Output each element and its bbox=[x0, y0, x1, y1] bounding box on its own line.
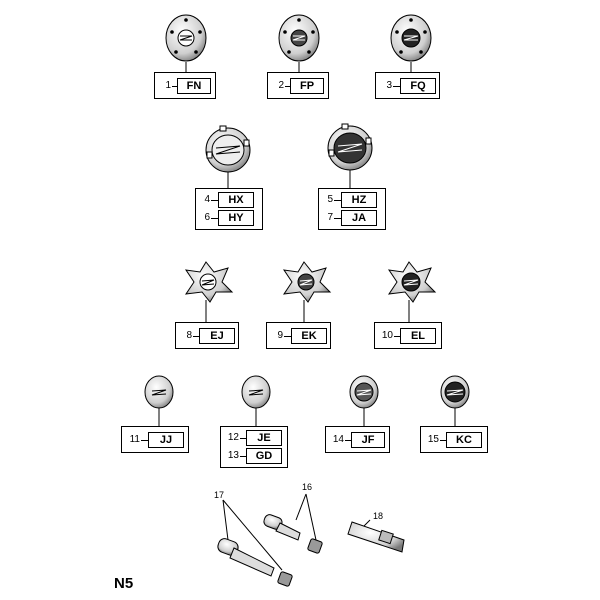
part-box-ej: 8 EJ bbox=[175, 322, 239, 349]
part-tick bbox=[345, 440, 351, 441]
callout-16: 16 bbox=[302, 482, 313, 492]
part-code: HY bbox=[218, 210, 254, 226]
part-code: EJ bbox=[199, 328, 235, 344]
star-hub-ek bbox=[282, 261, 332, 303]
callout-17: 17 bbox=[214, 490, 225, 500]
part-code: GD bbox=[246, 448, 282, 464]
part-box-el: 10 EL bbox=[374, 322, 442, 349]
part-number: 7 bbox=[327, 212, 333, 223]
part-tick bbox=[172, 86, 177, 87]
part-tick bbox=[285, 86, 290, 87]
part-code: JF bbox=[351, 432, 385, 448]
wheel-cap-fp bbox=[278, 14, 320, 62]
part-tick bbox=[284, 336, 291, 337]
valve-stem-16 bbox=[263, 493, 323, 554]
part-code: JJ bbox=[148, 432, 184, 448]
wheel-cap-fn bbox=[165, 14, 207, 62]
part-tick bbox=[240, 438, 246, 439]
part-code: FP bbox=[290, 78, 324, 94]
part-number: 15 bbox=[427, 434, 439, 445]
clip-cap-hx-hy bbox=[205, 125, 251, 173]
part-number: 10 bbox=[381, 330, 393, 341]
part-code: FN bbox=[177, 78, 211, 94]
small-cap-je-gd bbox=[241, 375, 271, 409]
part-tick bbox=[240, 456, 246, 457]
small-cap-jj bbox=[144, 375, 174, 409]
valve-tool-18 bbox=[347, 519, 405, 553]
part-tick bbox=[334, 200, 341, 201]
part-number: 5 bbox=[327, 194, 333, 205]
valve-stem-17 bbox=[217, 499, 293, 587]
part-tick bbox=[211, 218, 218, 219]
part-tick bbox=[334, 218, 341, 219]
part-box-hz-ja: 5 HZ 7 JA bbox=[318, 188, 386, 230]
callout-18: 18 bbox=[373, 511, 384, 521]
small-cap-jf bbox=[349, 375, 379, 409]
part-box-fn: 1 FN bbox=[154, 72, 216, 99]
part-number: 13 bbox=[227, 450, 239, 461]
star-hub-el bbox=[387, 261, 437, 303]
part-code: FQ bbox=[400, 78, 436, 94]
part-box-je-gd: 12 JE 13 GD bbox=[220, 426, 288, 468]
part-box-fq: 3 FQ bbox=[375, 72, 440, 99]
part-box-hx-hy: 4 HX 6 HY bbox=[195, 188, 263, 230]
part-number: 4 bbox=[204, 194, 210, 205]
part-code: EL bbox=[400, 328, 436, 344]
part-tick bbox=[394, 336, 400, 337]
part-number: 3 bbox=[386, 80, 392, 91]
part-number: 2 bbox=[278, 80, 284, 91]
part-number: 6 bbox=[204, 212, 210, 223]
part-number: 8 bbox=[186, 330, 192, 341]
wheel-cap-fq bbox=[390, 14, 432, 62]
part-box-fp: 2 FP bbox=[267, 72, 329, 99]
part-code: KC bbox=[446, 432, 482, 448]
clip-cap-hz-ja bbox=[327, 123, 373, 171]
part-box-jf: 14 JF bbox=[325, 426, 390, 453]
page-code: N5 bbox=[114, 575, 134, 592]
part-code: EK bbox=[291, 328, 327, 344]
part-box-kc: 15 KC bbox=[420, 426, 488, 453]
part-code: JE bbox=[246, 430, 282, 446]
part-code: HZ bbox=[341, 192, 377, 208]
part-tick bbox=[141, 440, 148, 441]
part-number: 1 bbox=[165, 80, 171, 91]
part-code: JA bbox=[341, 210, 377, 226]
part-box-jj: 11 JJ bbox=[121, 426, 189, 453]
small-cap-kc bbox=[440, 375, 470, 409]
part-tick bbox=[440, 440, 446, 441]
part-number: 9 bbox=[277, 330, 283, 341]
part-number: 12 bbox=[227, 432, 239, 443]
part-tick bbox=[193, 336, 199, 337]
part-code: HX bbox=[218, 192, 254, 208]
part-number: 14 bbox=[332, 434, 344, 445]
part-number: 11 bbox=[129, 434, 140, 445]
part-tick bbox=[393, 86, 400, 87]
star-hub-ej bbox=[184, 261, 234, 303]
part-box-ek: 9 EK bbox=[266, 322, 331, 349]
part-tick bbox=[211, 200, 218, 201]
